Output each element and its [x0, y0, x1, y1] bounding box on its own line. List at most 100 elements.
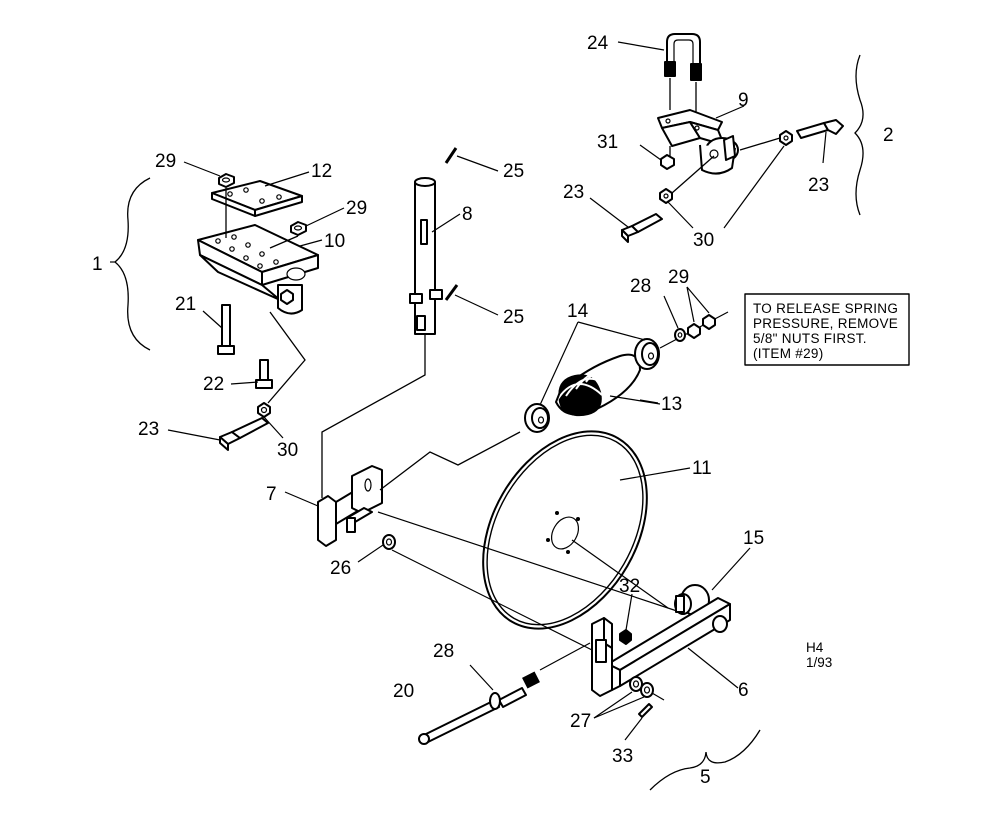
note-line-3: 5/8" NUTS FIRST. [753, 331, 867, 346]
frame-7 [317, 465, 383, 547]
leader-line-nut-29-far-right [686, 286, 710, 314]
drawing-code-line-1: H4 [806, 640, 824, 655]
callout-14: 14 [567, 301, 589, 322]
brace-group-5 [649, 729, 761, 791]
leader-callout-30-l [263, 416, 284, 439]
plate-12 [211, 180, 303, 217]
nut-29-upper-left [218, 173, 235, 188]
brace-group-1 [113, 177, 151, 351]
leader-line-nut-to-bracket [269, 235, 299, 249]
washer-28-lower [489, 692, 501, 710]
leader-callout-21 [202, 310, 223, 329]
leader-callout-10 [299, 239, 323, 247]
callout-29-mid-left: 29 [346, 198, 367, 219]
leader-callout-22 [230, 381, 259, 385]
leader-callout-32 [625, 593, 633, 631]
callout-9: 9 [738, 90, 749, 111]
leader-line-spring-13 [609, 395, 661, 405]
washer-26 [382, 534, 396, 550]
callout-27: 27 [570, 711, 591, 732]
bracket-9 [657, 109, 739, 175]
leader-callout-6 [687, 647, 739, 689]
rod-20 [418, 671, 540, 745]
leader-callout-7 [284, 491, 319, 507]
note-line-4: (ITEM #29) [753, 346, 824, 361]
nut-29-far-right [702, 314, 716, 330]
leader-callout-28l [469, 664, 494, 691]
callout-20: 20 [393, 681, 414, 702]
drawing-code-line-2: 1/93 [806, 655, 832, 670]
leader-callout-29-ul [183, 161, 221, 177]
callout-11: 11 [692, 458, 712, 479]
leader-line-frame-to-spring [379, 431, 521, 491]
callout-23-right-upper: 23 [808, 175, 829, 196]
leader-callout-13 [639, 399, 659, 404]
callout-26: 26 [330, 558, 351, 579]
leader-line-post-to-frame [321, 334, 426, 498]
callout-29-right: 29 [668, 267, 689, 288]
leader-line-nut-29-upper-right [686, 286, 695, 323]
callout-15: 15 [743, 528, 764, 549]
callout-33: 33 [612, 746, 633, 767]
callout-30-left: 30 [277, 440, 298, 461]
leader-callout-33 [624, 717, 643, 741]
callout-32: 32 [619, 576, 640, 597]
callout-25-top: 25 [503, 161, 524, 182]
leader-line-group-2-a [671, 155, 715, 194]
nut-30-left [257, 402, 271, 418]
callout-13: 13 [661, 394, 682, 415]
callout-8: 8 [462, 204, 473, 225]
callout-22: 22 [203, 374, 224, 395]
callout-21: 21 [175, 294, 196, 315]
leader-callout-9 [715, 105, 745, 119]
leader-callout-8 [431, 213, 461, 233]
cotter-pin-33 [638, 703, 653, 718]
spring-13 [555, 353, 641, 417]
leader-callout-29-ml [305, 207, 345, 227]
washer-14-back [634, 338, 660, 370]
leader-callout-11 [619, 467, 691, 481]
leader-line-washer-14-front [539, 321, 579, 406]
callout-31: 31 [597, 132, 618, 153]
callout-23-right-lower: 23 [563, 182, 584, 203]
disc-11 [482, 430, 648, 630]
bolt-22 [255, 359, 273, 389]
nut-29-mid-left [290, 221, 307, 236]
note-box [744, 293, 910, 366]
leader-callout-23-l [167, 429, 221, 441]
leader-callout-28u [663, 295, 679, 329]
callout-12: 12 [311, 161, 332, 182]
leader-callout-27b [593, 696, 645, 719]
leader-callout-12 [264, 171, 310, 187]
callout-5: 5 [700, 767, 711, 788]
callout-24: 24 [587, 33, 609, 54]
washer-27-a [629, 676, 643, 692]
leader-line-group-2-b [739, 137, 781, 151]
leader-line-washer-14-back [577, 321, 646, 341]
leader-callout-30-rl [667, 201, 694, 229]
leader-line-disc-hub [571, 539, 669, 609]
washer-27-b [640, 682, 654, 698]
u-bolt-24 [664, 33, 702, 118]
leader-callout-30-ru [723, 145, 785, 229]
callout-7: 7 [266, 484, 277, 505]
washer-14-front [524, 403, 550, 433]
brace-group-2 [854, 54, 864, 216]
leader-line-rod-axis-lower [539, 642, 591, 671]
leader-callout-15 [711, 547, 751, 591]
callout-28-lower: 28 [433, 641, 454, 662]
bolt-23-right-upper [796, 119, 844, 139]
leader-callout-27a [593, 691, 633, 719]
note-line-1: TO RELEASE SPRING [753, 301, 898, 316]
callout-28-upper: 28 [630, 276, 651, 297]
bolt-23-right-lower [621, 213, 663, 243]
leader-line-bolt-path [267, 311, 306, 404]
leader-callout-26 [357, 544, 384, 563]
washer-28-upper [674, 328, 686, 342]
note-line-2: PRESSURE, REMOVE [753, 316, 898, 331]
bolt-21 [217, 304, 235, 355]
post-8 [409, 177, 443, 335]
leader-callout-23-rl [589, 197, 629, 228]
nut-30-right-lower [659, 188, 673, 204]
